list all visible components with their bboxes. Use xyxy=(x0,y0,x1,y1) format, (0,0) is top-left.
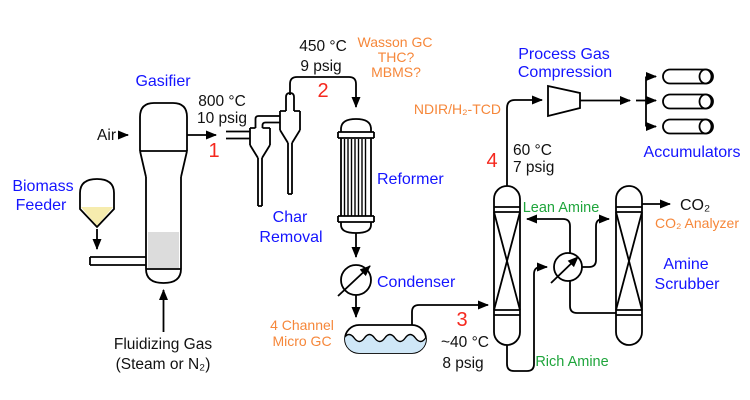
amine-heat-exchanger xyxy=(550,252,583,284)
rich-amine-line xyxy=(506,214,610,372)
sample-3-number: 3 xyxy=(456,309,467,331)
amine-scrubber-label-line2: Scrubber xyxy=(655,276,721,293)
reformer-label: Reformer xyxy=(377,171,444,188)
drum-water-line xyxy=(345,333,426,343)
lean-amine-label: Lean Amine xyxy=(523,200,600,216)
feed-pipe xyxy=(89,256,146,266)
absorber-overhead-line xyxy=(506,95,543,186)
char-removal-label-line2: Removal xyxy=(259,229,322,246)
gasifier-vessel xyxy=(139,102,188,284)
biomass-feeder-label-line2: Feeder xyxy=(16,197,67,214)
reformer-tubes xyxy=(343,139,367,216)
biomass-feeder-vessel xyxy=(79,178,146,266)
compressor xyxy=(547,84,646,118)
co2-analyzer-label: CO₂ Analyzer xyxy=(655,215,739,231)
wasson-gc-label-line3: MBMS? xyxy=(371,64,421,80)
accumulator-2 xyxy=(662,93,714,110)
compression-label-line1: Process Gas xyxy=(518,46,610,63)
regenerator-column xyxy=(615,185,643,346)
drum-water-fill xyxy=(345,334,426,353)
rich-amine-label: Rich Amine xyxy=(535,354,608,370)
sample-3-pressure: 8 psig xyxy=(442,355,483,372)
sample-2-number: 2 xyxy=(317,80,328,102)
condenser-label: Condenser xyxy=(377,274,456,291)
biomass-fill xyxy=(81,207,113,226)
wasson-gc-label-line2: THC? xyxy=(378,49,415,65)
gasifier-outlet-line xyxy=(187,130,250,140)
knockout-drum xyxy=(344,324,427,354)
gasifier-bed-fill xyxy=(148,232,179,268)
co2-label: CO₂ xyxy=(680,197,710,214)
air-label: Air xyxy=(97,127,116,144)
sample-1-pressure: 10 psig xyxy=(197,110,247,127)
char-removal-label-line1: Char xyxy=(273,209,308,226)
fluidizing-gas-label-line1: Fluidizing Gas xyxy=(114,336,212,353)
cyclone-2 xyxy=(279,97,301,195)
sample-2-pressure: 9 psig xyxy=(300,58,341,75)
accumulators-label: Accumulators xyxy=(644,144,741,161)
absorber-column xyxy=(493,185,521,346)
accumulator-manifold xyxy=(645,72,657,131)
gasifier-label: Gasifier xyxy=(135,73,191,90)
sample-1-temperature: 800 °C xyxy=(198,93,246,110)
micro-gc-label-line2: Micro GC xyxy=(272,333,331,349)
ndir-label: NDIR/H₂-TCD xyxy=(414,101,501,117)
sample-4-temperature: 60 °C xyxy=(513,142,552,159)
wasson-gc-label-line1: Wasson GC xyxy=(358,34,433,50)
accumulator-1 xyxy=(662,68,714,85)
sample-1-number: 1 xyxy=(208,140,219,162)
amine-scrubber-label-line1: Amine xyxy=(663,256,708,273)
sample-4-pressure: 7 psig xyxy=(513,159,554,176)
cyclone-1 xyxy=(249,115,280,207)
compression-label-line2: Compression xyxy=(518,64,612,81)
cyclone-to-reformer-line xyxy=(285,76,361,108)
drum-to-absorber-line xyxy=(411,300,489,325)
accumulator-3 xyxy=(662,118,714,135)
sample-2-temperature: 450 °C xyxy=(299,38,347,55)
condenser-exchanger xyxy=(337,264,372,297)
micro-gc-label-line1: 4 Channel xyxy=(270,317,334,333)
reformer-vessel xyxy=(337,118,375,234)
sample-3-temperature: ~40 °C xyxy=(441,334,489,351)
sample-4-number: 4 xyxy=(486,150,497,172)
biomass-feeder-label-line1: Biomass xyxy=(12,178,73,195)
fluidizing-gas-label-line2: (Steam or N₂) xyxy=(116,356,211,373)
